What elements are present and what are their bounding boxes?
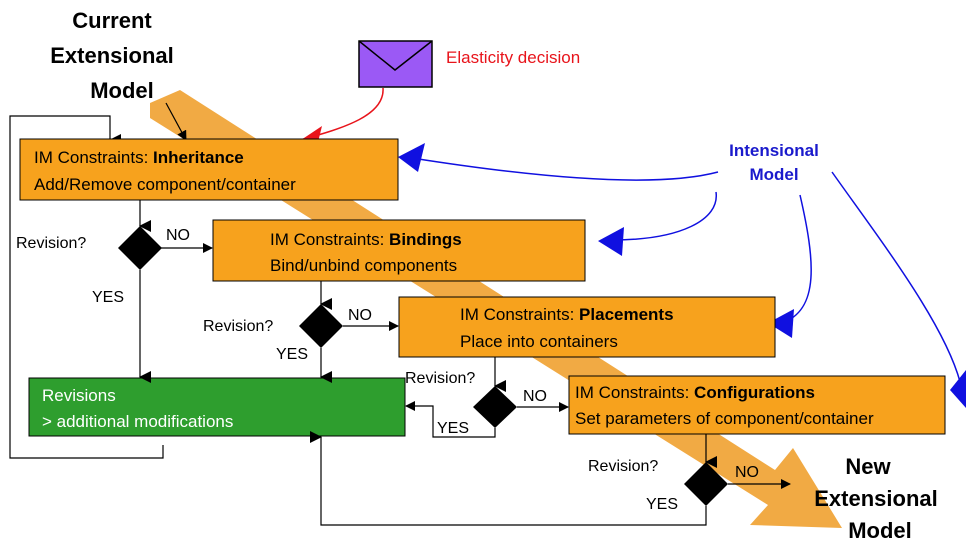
svg-text:Place into containers: Place into containers [460, 332, 618, 351]
step-inheritance: IM Constraints: Inheritance Add/Remove c… [19, 138, 399, 201]
no-label: NO [523, 388, 547, 405]
yes-label: YES [92, 289, 124, 306]
svg-text:Extensional: Extensional [814, 486, 937, 511]
step-bindings: IM Constraints: Bindings Bind/unbind com… [212, 219, 586, 282]
blue-arrowhead [768, 309, 794, 338]
revisions-box: Revisions > additional modifications [28, 377, 406, 437]
svg-text:Revisions: Revisions [42, 386, 116, 405]
revision-question: Revision? [16, 235, 86, 252]
svg-text:Bind/unbind components: Bind/unbind components [270, 256, 457, 275]
svg-text:Set parameters of component/co: Set parameters of component/container [575, 409, 874, 428]
revision-question: Revision? [203, 318, 273, 335]
loop-back-line [9, 115, 164, 459]
svg-text:IM Constraints: Bindings: IM Constraints: Bindings [270, 230, 462, 249]
step-configurations: IM Constraints: Configurations Set param… [568, 375, 946, 435]
decision-diamond [684, 462, 728, 506]
blue-arrowhead [398, 143, 425, 172]
svg-text:Intensional: Intensional [729, 141, 819, 160]
svg-text:Current: Current [72, 8, 152, 33]
svg-text:Model: Model [90, 78, 154, 103]
yes-label: YES [646, 496, 678, 513]
elasticity-decision-label: Elasticity decision [446, 48, 580, 67]
elasticity-arrow [299, 87, 384, 141]
no-label: NO [166, 227, 190, 244]
no-label: NO [348, 307, 372, 324]
no-label: NO [735, 464, 759, 481]
revision-question: Revision? [405, 370, 475, 387]
revision-question: Revision? [588, 458, 658, 475]
intensional-model-label: Intensional Model [729, 141, 819, 184]
decision-diamond [473, 386, 517, 428]
new-extensional-model-title: New Extensional Model [814, 454, 937, 542]
envelope-icon [358, 40, 433, 88]
decision-diamond [118, 226, 162, 270]
svg-text:IM Constraints: Configurations: IM Constraints: Configurations [575, 383, 815, 402]
blue-arrowhead [950, 370, 966, 408]
current-extensional-model-title: Current Extensional Model [50, 8, 173, 103]
svg-text:Model: Model [749, 165, 798, 184]
yes-label: YES [437, 420, 469, 437]
svg-text:Extensional: Extensional [50, 43, 173, 68]
svg-text:New: New [845, 454, 891, 479]
svg-text:IM Constraints: Inheritance: IM Constraints: Inheritance [34, 148, 244, 167]
blue-arrowhead [598, 227, 624, 256]
flow-connectors [139, 200, 791, 526]
svg-text:IM Constraints: Placements: IM Constraints: Placements [460, 305, 674, 324]
decision-diamond [299, 304, 343, 348]
svg-text:> additional modifications: > additional modifications [42, 412, 233, 431]
step-placements: IM Constraints: Placements Place into co… [398, 296, 776, 358]
svg-text:Model: Model [848, 518, 912, 542]
svg-text:Add/Remove component/container: Add/Remove component/container [34, 175, 296, 194]
yes-label: YES [276, 346, 308, 363]
